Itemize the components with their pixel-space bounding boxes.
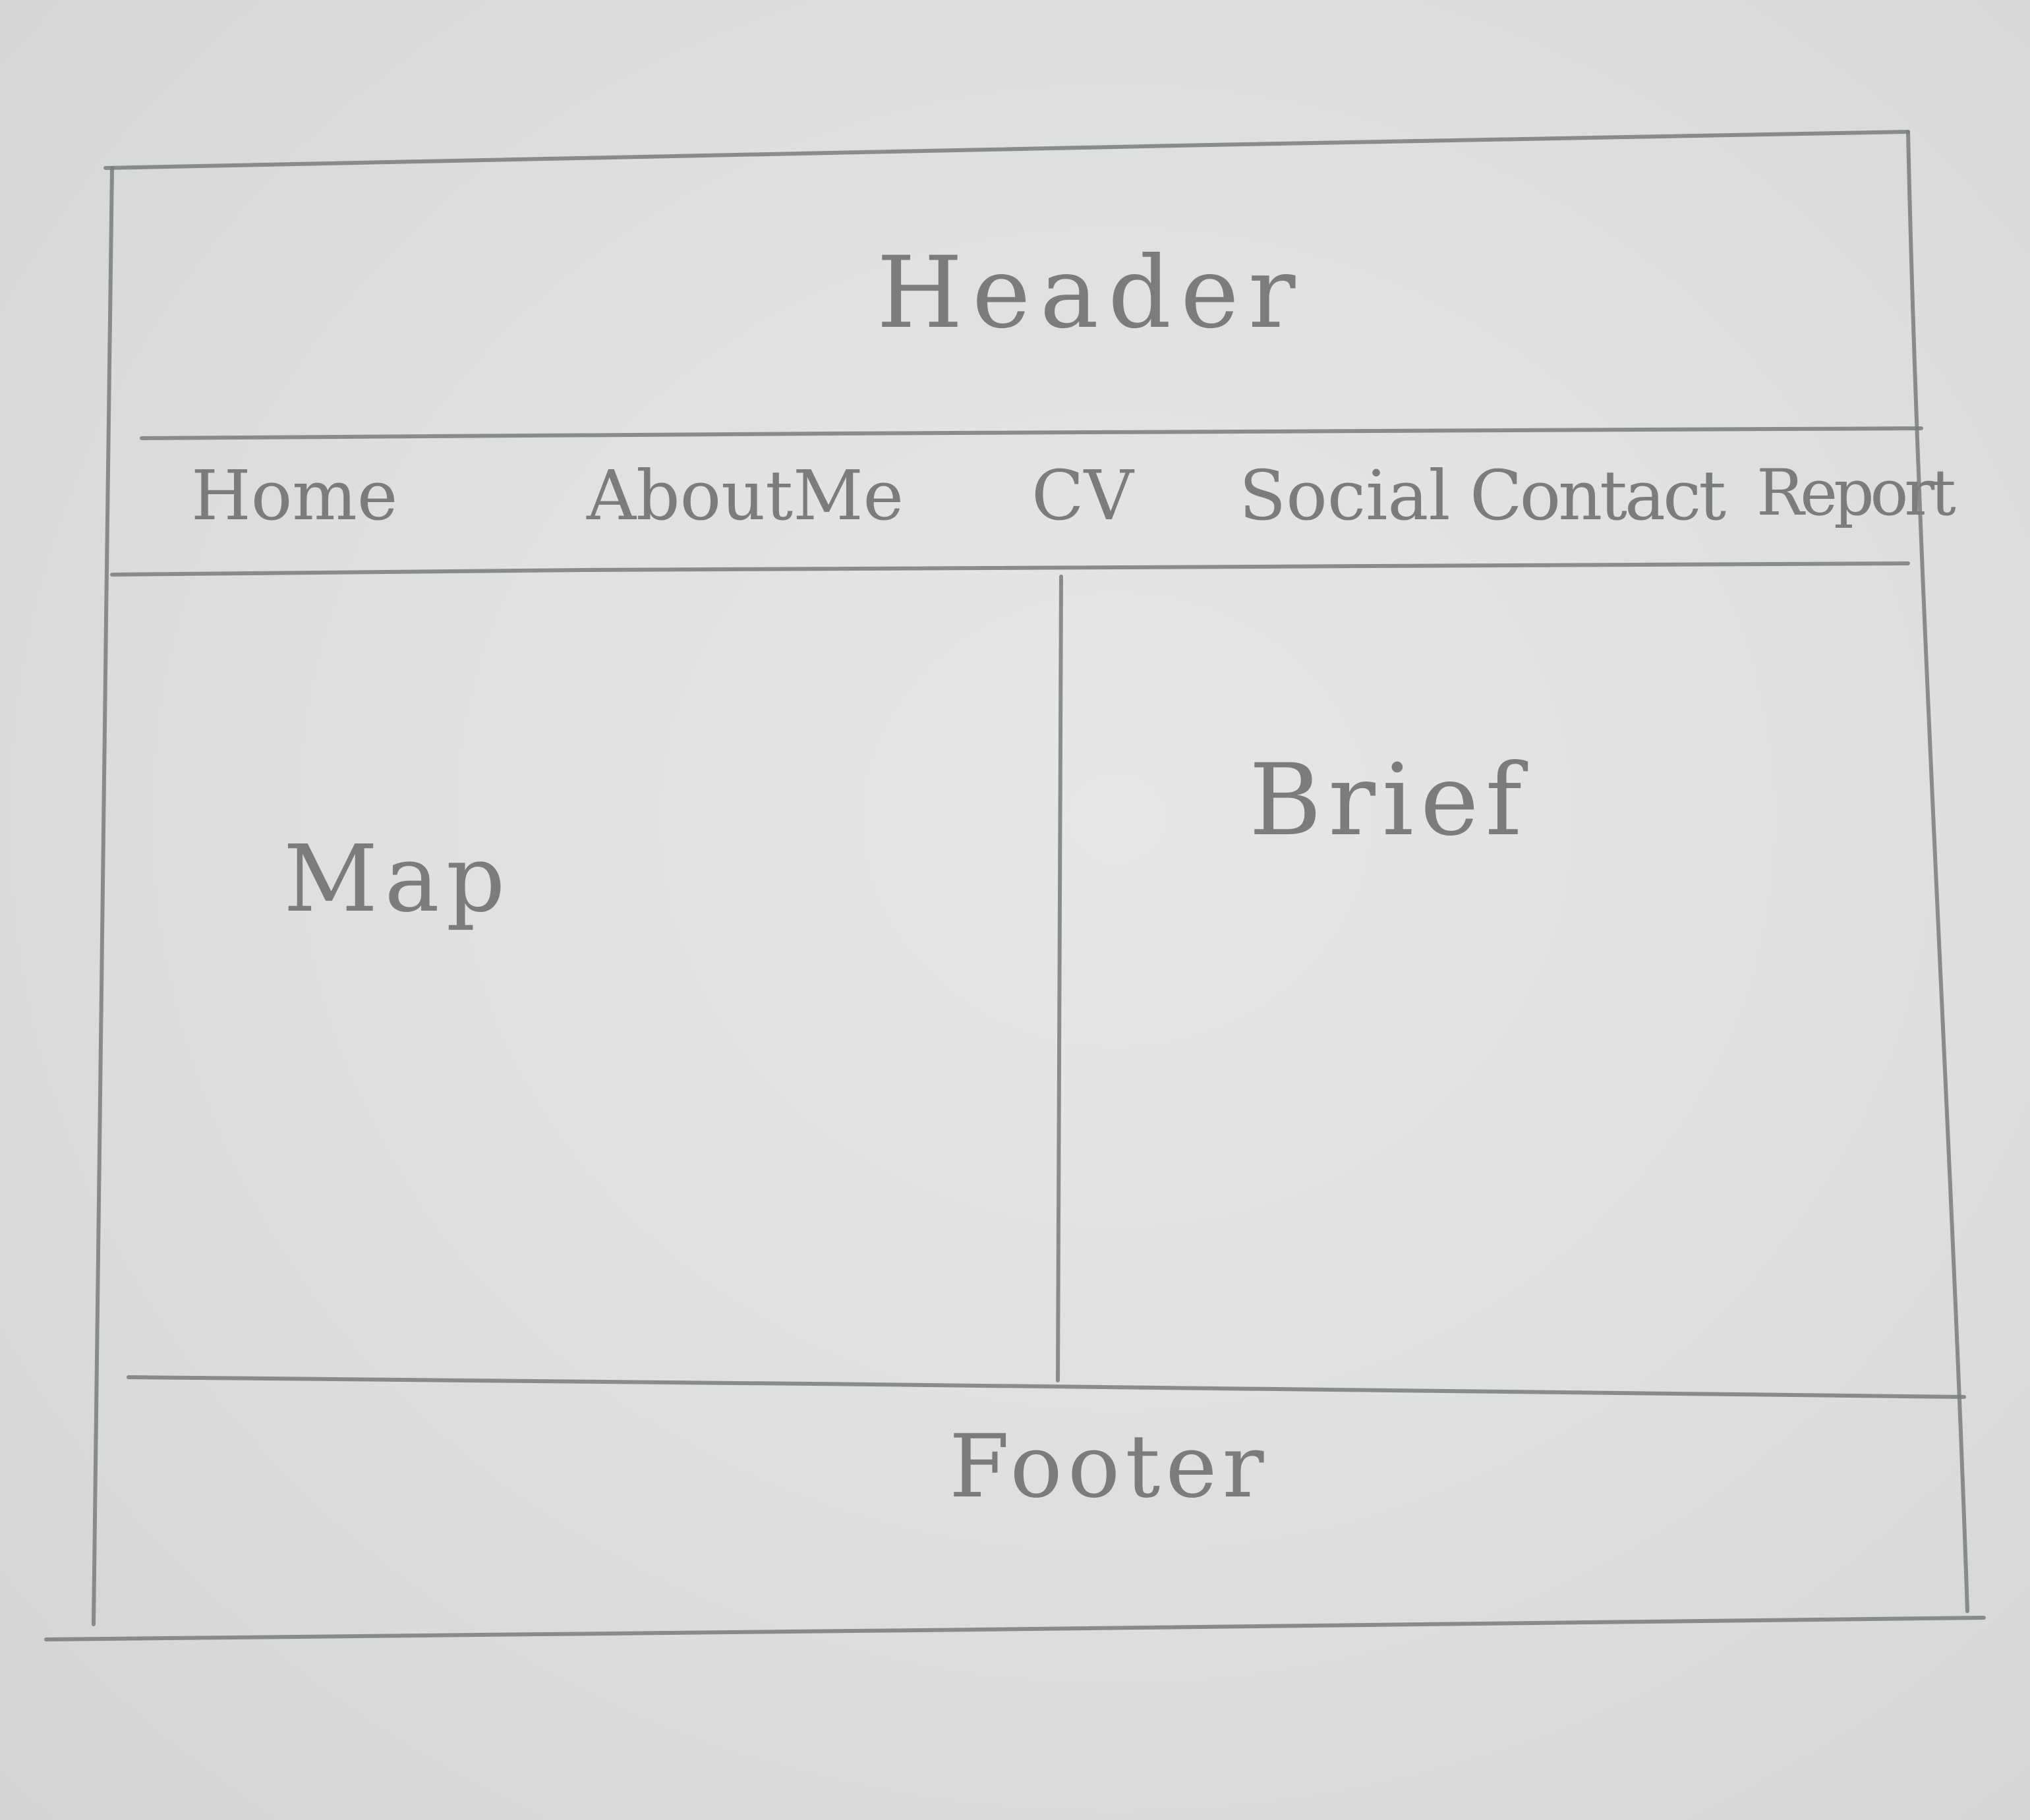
footer-divider (127, 1375, 1966, 1399)
nav-item-home[interactable]: Home (191, 455, 398, 536)
nav-item-report[interactable]: Report (1756, 456, 1956, 530)
nav-item-cv[interactable]: CV (1031, 455, 1134, 536)
frame-left-line (92, 166, 114, 1626)
brief-panel-label: Brief (1249, 743, 1529, 858)
nav-divider (110, 561, 1910, 577)
nav-item-about-me[interactable]: AboutMe (587, 455, 904, 536)
map-panel-label: Map (283, 826, 512, 933)
frame-bottom-line (44, 1616, 1986, 1641)
nav-item-contact[interactable]: Contact (1470, 455, 1726, 536)
content-split-line (1055, 575, 1063, 1382)
header-label: Header (877, 236, 1305, 351)
header-divider (140, 426, 1923, 440)
footer-label: Footer (949, 1416, 1269, 1518)
frame-top-line (103, 130, 1910, 170)
frame-right-line (1906, 130, 1969, 1613)
nav-item-social[interactable]: Social (1239, 455, 1451, 536)
